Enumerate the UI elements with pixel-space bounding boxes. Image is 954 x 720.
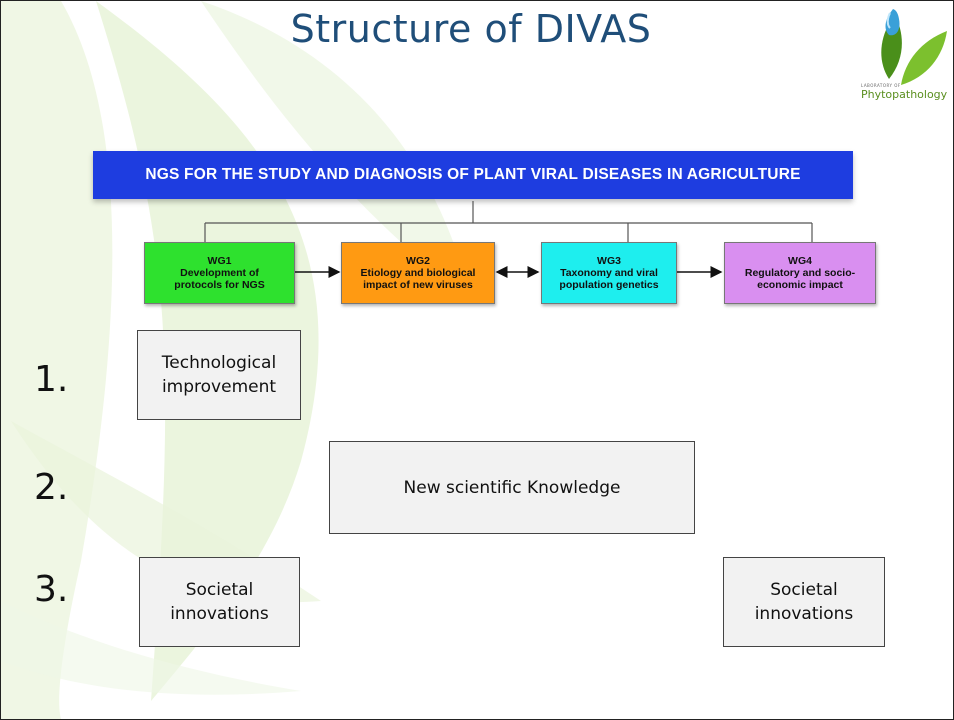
wg3-line-2: population genetics xyxy=(559,279,659,291)
slide-title: Structure of DIVAS xyxy=(290,7,652,51)
outcome-box-3-line-2: innovations xyxy=(170,604,269,624)
wg3-line-1: Taxonomy and viral xyxy=(560,267,658,279)
outcome-box-1-line-1: Technological xyxy=(161,353,277,373)
wg1-line-1: Development of xyxy=(180,267,259,279)
outcome-box-4-line-1: Societal xyxy=(770,580,838,600)
outcome-box-societal-right: Societal innovations xyxy=(723,557,885,647)
wg3-id: WG3 xyxy=(597,255,621,267)
wg2-line-2: impact of new viruses xyxy=(363,279,473,291)
outcome-box-technological: Technological improvement xyxy=(137,330,301,420)
wg2-id: WG2 xyxy=(406,255,430,267)
diagram-banner: NGS FOR THE STUDY AND DIAGNOSIS OF PLANT… xyxy=(93,151,853,199)
outcome-box-2-line-1: New scientific Knowledge xyxy=(403,477,621,498)
outcome-box-3-line-1: Societal xyxy=(185,580,254,600)
wg4-id: WG4 xyxy=(788,255,812,267)
logo-small-text: LABORATORY OF xyxy=(861,83,901,88)
wg1-box: WG1 Development of protocols for NGS xyxy=(144,242,295,304)
logo-text: LABORATORY OF Phytopathology xyxy=(861,83,951,101)
phytopathology-logo-icon xyxy=(881,9,947,85)
outcome-number-3: 3. xyxy=(34,569,69,610)
wg4-line-2: economic impact xyxy=(757,279,843,291)
wg2-line-1: Etiology and biological xyxy=(360,267,476,279)
outcome-box-1-line-2: improvement xyxy=(161,377,277,397)
wg2-box: WG2 Etiology and biological impact of ne… xyxy=(341,242,495,304)
outcome-box-4-line-2: innovations xyxy=(754,604,854,624)
outcome-number-1: 1. xyxy=(34,359,69,400)
outcome-number-2: 2. xyxy=(34,467,69,508)
outcome-box-societal-left: Societal innovations xyxy=(139,557,300,647)
logo-main-text: Phytopathology xyxy=(861,88,948,101)
wg4-line-1: Regulatory and socio- xyxy=(744,267,856,279)
outcome-box-knowledge: New scientific Knowledge xyxy=(329,441,695,534)
wg1-id: WG1 xyxy=(207,255,232,267)
wg1-line-2: protocols for NGS xyxy=(174,279,265,291)
wg3-box: WG3 Taxonomy and viral population geneti… xyxy=(541,242,677,304)
wg4-box: WG4 Regulatory and socio- economic impac… xyxy=(724,242,876,304)
